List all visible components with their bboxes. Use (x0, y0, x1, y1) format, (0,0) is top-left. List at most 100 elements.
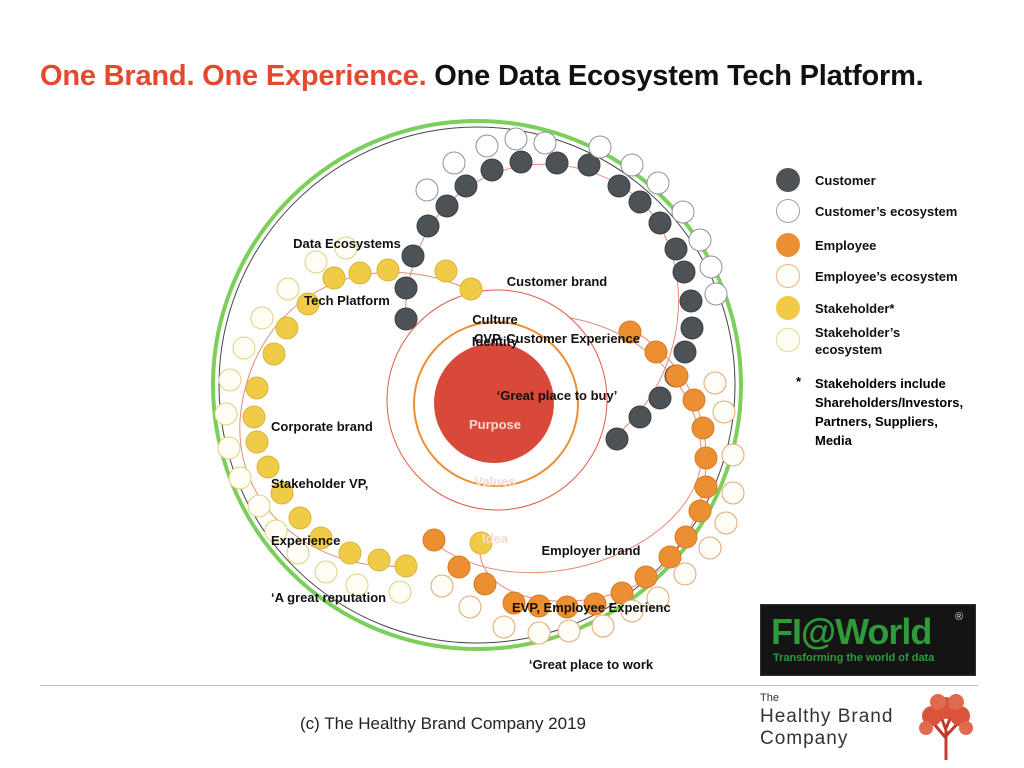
customer-dot (628, 405, 652, 429)
employee-ecosystem-dot (557, 619, 581, 643)
employee-ecosystem-dot-icon (776, 264, 800, 288)
employee-dot (634, 565, 658, 589)
customer-ecosystem-dot (504, 127, 528, 151)
employee-dot (688, 499, 712, 523)
employee-dot (694, 475, 718, 499)
employee-dot (674, 525, 698, 549)
customer-dot (509, 150, 533, 174)
corporate-brand-label: Corporate brand Stakeholder VP, Experien… (271, 379, 386, 626)
customer-ecosystem-dot (588, 135, 612, 159)
stakeholder-dot (296, 292, 320, 316)
stakeholder-dot (459, 277, 483, 301)
stakeholder-dot (434, 259, 458, 283)
identity-label: Identity (471, 334, 519, 349)
legend-label: Employee’s ecosystem (815, 269, 958, 284)
footer-divider (40, 685, 978, 686)
employee-dot (658, 545, 682, 569)
customer-brand-label-line: ‘Great place to buy’ (496, 388, 618, 403)
legend-label: Customer (815, 173, 876, 188)
employee-dot (691, 416, 715, 440)
stakeholder-dot (367, 548, 391, 572)
customer-ecosystem-dot (533, 131, 557, 155)
customer-dot (394, 307, 418, 331)
stakeholder-dot (270, 481, 294, 505)
employer-brand-label: Employer brand EVP, Employee Experienc ‘… (512, 503, 671, 693)
stakeholder-dot (348, 261, 372, 285)
customer-ecosystem-dot (475, 134, 499, 158)
employee-ecosystem-dot (492, 615, 516, 639)
legend-label: Employee (815, 238, 877, 253)
legend-label: Stakeholder* (815, 301, 895, 316)
employee-ecosystem-dot (712, 400, 736, 424)
employee-ecosystem-dot (620, 599, 644, 623)
employee-ecosystem-dot (646, 586, 670, 610)
core-label-line: Idea (481, 531, 508, 546)
footer-copyright: (c) The Healthy Brand Company 2019 (300, 714, 587, 733)
stakeholder-dot (394, 554, 418, 578)
customer-ecosystem-dot (415, 178, 439, 202)
employee-ecosystem-dot (721, 443, 745, 467)
employee-ecosystem-dot (458, 595, 482, 619)
stakeholder-ecosystem-dot (247, 494, 271, 518)
core-circle (434, 343, 554, 463)
stakeholder-ecosystem-dot (232, 336, 256, 360)
customer-ecosystem-dot (620, 153, 644, 177)
customer-dot (577, 153, 601, 177)
core-label-line: Values (474, 474, 516, 489)
customer-dot (394, 276, 418, 300)
employee-dot (694, 446, 718, 470)
stakeholder-dot (469, 531, 493, 555)
customer-ecosystem-dot (442, 151, 466, 175)
stakeholder-ecosystem-dot (286, 541, 310, 565)
core-label-line: Purpose (468, 417, 521, 432)
customer-dot (648, 211, 672, 235)
customer-dot (416, 214, 440, 238)
stakeholder-ecosystem-dot (217, 436, 241, 460)
employee-inner-arc (429, 314, 702, 574)
fiworld-logo-text: FI@World (771, 611, 932, 652)
employee-ecosystem-dot (527, 621, 551, 645)
healthy-brand-logo: The Healthy Brand Company (760, 692, 980, 762)
stakeholder-dot (242, 405, 266, 429)
healthy-brand-logo-small: The (760, 692, 779, 704)
stakeholder-dot (288, 506, 312, 530)
customer-ecosystem-dot (704, 282, 728, 306)
customer-dot (679, 289, 703, 313)
employee-dot (665, 364, 689, 388)
stakeholder-dot (245, 376, 269, 400)
employee-dot (555, 595, 579, 619)
stakeholder-dot (275, 316, 299, 340)
stakeholder-ecosystem-dot (314, 560, 338, 584)
legend-label: Customer’s ecosystem (815, 204, 958, 219)
customer-dot (607, 174, 631, 198)
employee-dot (447, 555, 471, 579)
customer-ecosystem-dot (688, 228, 712, 252)
stakeholder-ecosystem-dot (228, 466, 252, 490)
stakeholder-ecosystem-dot (304, 250, 328, 274)
healthy-brand-logo-line1: Healthy Brand (760, 706, 894, 727)
customer-ecosystem-dot (699, 255, 723, 279)
corporate-brand-label-line: Experience (271, 533, 341, 548)
tree-icon (919, 694, 973, 760)
employee-ecosystem-dot (430, 574, 454, 598)
customer-dot (664, 237, 688, 261)
stakeholder-dot (309, 526, 333, 550)
stakeholder-ecosystem-dot (218, 368, 242, 392)
customer-dot-icon (776, 168, 800, 192)
employee-dot-icon (776, 233, 800, 257)
customer-dot (680, 316, 704, 340)
customer-ecosystem-dot (646, 171, 670, 195)
platform-label-line: Tech Platform (304, 293, 390, 308)
customer-brand-label: Customer brand CVP, Customer Experience … (462, 234, 652, 424)
employee-ecosystem-dot (591, 614, 615, 638)
healthy-brand-logo-line2: Company (760, 728, 849, 749)
stakeholder-ecosystem-dot (388, 580, 412, 604)
employee-ecosystem-dot (703, 371, 727, 395)
customer-dot (648, 386, 672, 410)
stakeholder-dot-icon (776, 296, 800, 320)
corporate-brand-label-line: Corporate brand (271, 419, 373, 434)
platform-label-line: Data Ecosystems (293, 236, 401, 251)
customer-dot (454, 174, 478, 198)
employee-dot (583, 592, 607, 616)
stakeholder-ecosystem-dot (264, 519, 288, 543)
